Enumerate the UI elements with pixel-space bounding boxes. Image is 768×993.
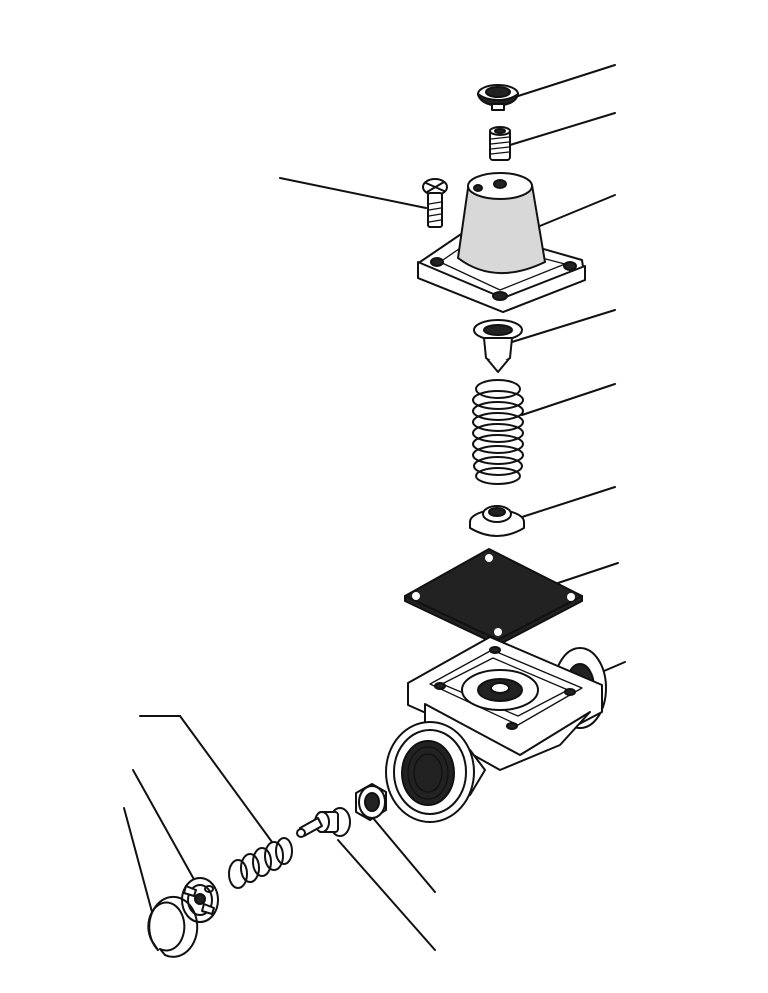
leader-nut: [372, 817, 436, 893]
leader-snap-ring: [123, 807, 153, 913]
leader-lines: [123, 64, 626, 951]
gasket-plate-icon: [404, 548, 583, 646]
washer-icon: [469, 505, 525, 537]
nut-icon: [355, 783, 387, 821]
leader-cover: [534, 194, 616, 229]
piston-icon: [473, 319, 523, 373]
valve-stem-icon: [296, 807, 351, 838]
snap-ring-icon: [147, 895, 199, 958]
threaded-pin-icon: [489, 126, 511, 161]
leader-piston: [511, 309, 616, 343]
leader-spring-large: [521, 383, 616, 416]
leader-retainer: [132, 769, 197, 884]
leader-spring-small-2: [179, 715, 273, 843]
retainer-icon: [181, 877, 219, 923]
leader-set-screw: [509, 112, 616, 146]
leader-diaphragm: [554, 562, 619, 585]
leader-mounting-screw: [279, 177, 427, 209]
leader-cap-screw: [514, 64, 616, 98]
screw-head-icon: [477, 84, 519, 111]
leader-spring-seat: [521, 486, 616, 518]
coil-spring-icon: [472, 379, 524, 485]
valve-body-icon: [385, 636, 607, 823]
cross-head-screw-icon: [422, 178, 448, 228]
conical-cover-icon: [417, 172, 586, 313]
small-spring-icon: [228, 837, 293, 889]
leader-valve-stem: [337, 839, 436, 951]
